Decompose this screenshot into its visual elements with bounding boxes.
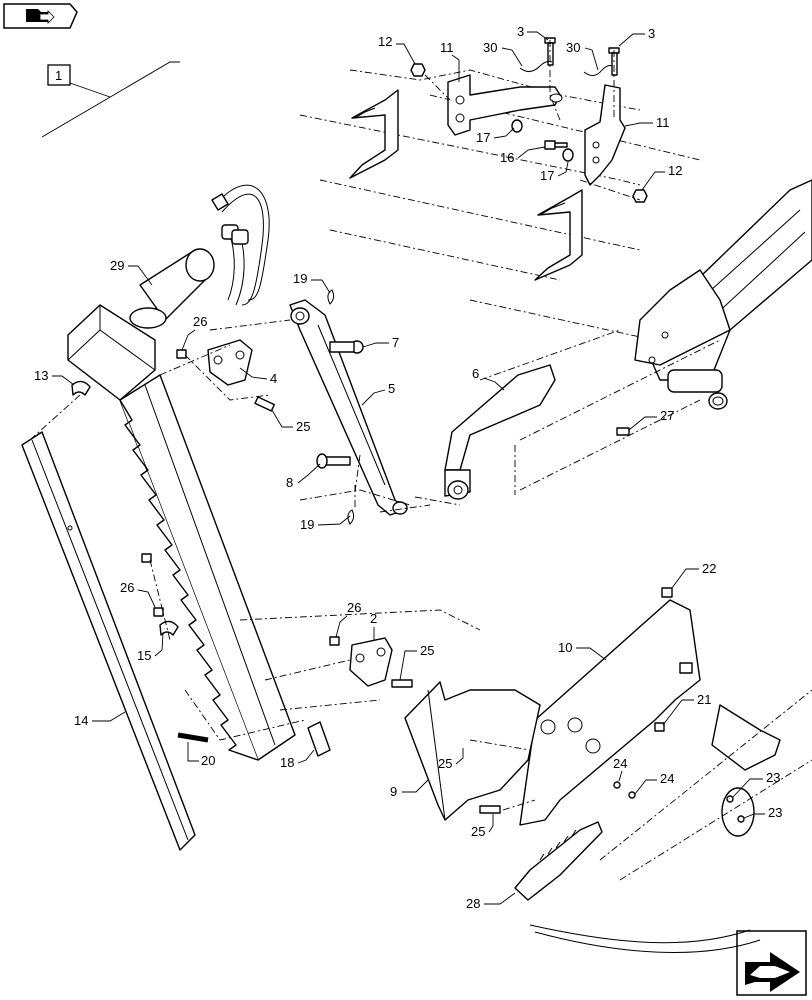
bolt-16 (544, 140, 568, 150)
callout-11-left: 11 (440, 40, 454, 55)
guard-top-right (534, 189, 583, 281)
callout-18: 18 (280, 755, 294, 770)
callout-8: 8 (286, 475, 293, 490)
knife-guard-14 (21, 431, 196, 851)
drive-housing (67, 304, 156, 401)
callout-25-a: 25 (296, 419, 310, 434)
bolt-21 (654, 722, 665, 732)
callout-4: 4 (270, 371, 277, 386)
callout-10: 10 (558, 640, 572, 655)
knife-section (119, 374, 296, 761)
clip-19-bottom (347, 509, 355, 525)
washer-17-left (511, 119, 523, 133)
guard-top-left (349, 89, 399, 179)
callout-11-right: 11 (656, 115, 670, 130)
callout-22: 22 (702, 561, 716, 576)
nut-12-right (632, 189, 648, 203)
callout-9: 9 (390, 784, 397, 799)
callout-3-right: 3 (648, 26, 655, 41)
hydraulic-hoses (211, 184, 270, 306)
pin-7 (329, 340, 364, 354)
callout-23-left: 24 (660, 771, 674, 786)
washer-17-right (562, 148, 574, 162)
callout-28: 28 (466, 896, 480, 911)
callout-30-left: 30 (483, 40, 497, 55)
callout-23-right: 23 (766, 770, 780, 785)
callout-25-b: 25 (420, 643, 434, 658)
callout-12-left: 12 (378, 34, 392, 49)
callout-15: 15 (137, 648, 151, 663)
callout-24-left: 24 (613, 756, 627, 771)
callout-5: 5 (388, 381, 395, 396)
bolt-25-d (479, 805, 501, 814)
crop-divider-9 (404, 681, 541, 821)
washer-23-right (726, 795, 734, 803)
callout-7: 7 (392, 335, 399, 350)
callout-14: 14 (74, 713, 88, 728)
latch-28 (514, 821, 603, 901)
callouts: 3 3 30 30 11 11 12 12 17 17 16 29 (34, 24, 782, 911)
nut-26-mid (141, 553, 164, 617)
bolt-22 (661, 587, 673, 598)
clip-30-left (519, 61, 553, 72)
callout-6: 6 (472, 366, 479, 381)
callout-20: 20 (201, 753, 215, 768)
nut-12-left (410, 63, 426, 77)
callout-27: 27 (660, 408, 674, 423)
callout-19-top: 19 (293, 271, 307, 286)
arm-mount-6 (444, 364, 556, 500)
callout-25-c: 25 (438, 756, 452, 771)
clip-19-top (327, 289, 335, 305)
callout-16: 16 (500, 150, 514, 165)
assembly-reference: 1 (41, 61, 180, 138)
callout-25-d: 25 (471, 824, 485, 839)
callout-24-right: 23 (768, 805, 782, 820)
frame-dashed-lower (479, 329, 721, 495)
nut-26-top (176, 349, 187, 359)
callout-13: 13 (34, 368, 48, 383)
bolt-25-a (254, 396, 276, 412)
assembly-reference-label: 1 (55, 68, 62, 83)
nut-26-low (329, 636, 340, 646)
washer-23-left (628, 791, 636, 799)
link-18 (307, 721, 331, 757)
nut-24-left (613, 781, 621, 789)
pin-8 (316, 453, 351, 469)
callout-29: 29 (110, 258, 124, 273)
bolt-27 (616, 427, 630, 436)
callout-26-low: 26 (347, 600, 361, 615)
screw-20 (177, 732, 209, 743)
mount-bracket-left (447, 74, 563, 136)
mount-bracket-right (584, 84, 626, 186)
bracket-2 (349, 637, 393, 687)
assembly-guide-lines (29, 40, 641, 811)
bolt-25-b (391, 679, 413, 688)
callout-26-top: 26 (193, 314, 207, 329)
clamp-13 (71, 380, 91, 396)
callout-17-left: 17 (476, 130, 490, 145)
frame-tube (634, 179, 812, 410)
nut-24-right (737, 815, 745, 823)
callout-21: 21 (697, 692, 711, 707)
folder-back-icon[interactable] (3, 3, 78, 29)
callout-17-right: 17 (540, 168, 554, 183)
side-plate-10 (519, 599, 701, 826)
callout-30-right: 30 (566, 40, 580, 55)
clamp-15 (159, 620, 179, 636)
callout-12-right: 12 (668, 163, 682, 178)
arm-5 (289, 299, 408, 516)
callout-26-mid: 26 (120, 580, 134, 595)
callout-19-bottom: 19 (300, 517, 314, 532)
next-page-arrow-icon[interactable] (736, 930, 807, 996)
clip-30-right (583, 65, 613, 76)
callout-2: 2 (370, 611, 377, 626)
knife-drive-motor (129, 248, 215, 329)
callout-3-left: 3 (517, 24, 524, 39)
bracket-4 (207, 339, 253, 386)
